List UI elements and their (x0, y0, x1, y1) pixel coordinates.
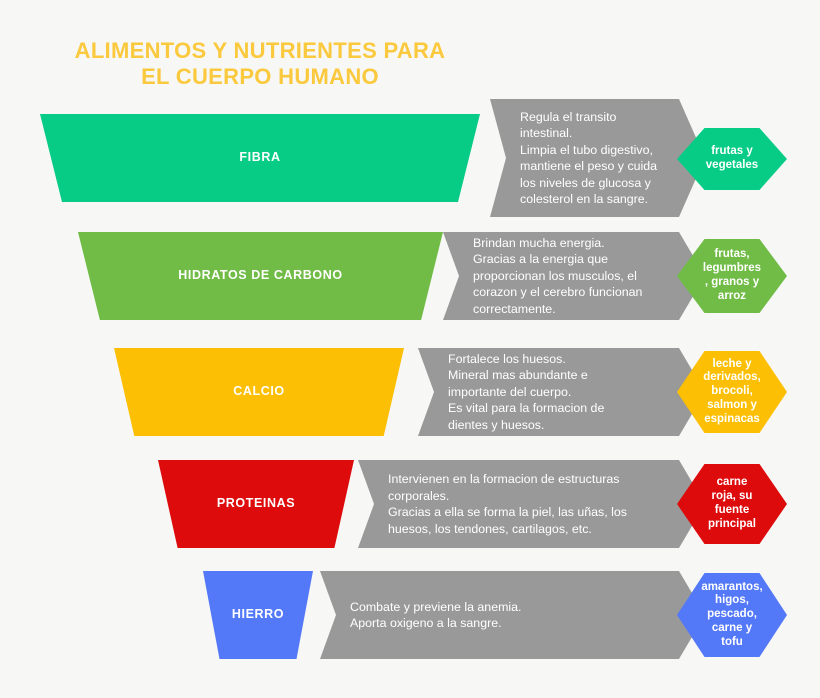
nutrient-funnel: HIERRO (203, 571, 313, 659)
nutrient-description: Intervienen en la formacion de estructur… (358, 460, 705, 548)
nutrient-description: Fortalece los huesos. Mineral mas abunda… (418, 348, 705, 436)
nutrient-sources-tag: carne roja, su fuente principal (677, 464, 787, 544)
nutrient-funnel: HIDRATOS DE CARBONO (78, 232, 443, 320)
page-title: ALIMENTOS Y NUTRIENTES PARA EL CUERPO HU… (74, 38, 446, 89)
nutrient-sources-tag: leche y derivados, brocoli, salmon y esp… (677, 351, 787, 433)
nutrient-sources-tag: amarantos, higos, pescado, carne y tofu (677, 573, 787, 657)
nutrient-description: Brindan mucha energia. Gracias a la ener… (443, 232, 705, 320)
nutrient-description: Regula el transito intestinal. Limpia el… (490, 99, 705, 217)
nutrient-sources-tag: frutas, legumbres , granos y arroz (677, 239, 787, 313)
nutrient-funnel: CALCIO (114, 348, 404, 436)
nutrient-funnel: FIBRA (40, 114, 480, 202)
nutrient-funnel: PROTEINAS (158, 460, 354, 548)
nutrient-description: Combate y previene la anemia. Aporta oxi… (320, 571, 705, 659)
